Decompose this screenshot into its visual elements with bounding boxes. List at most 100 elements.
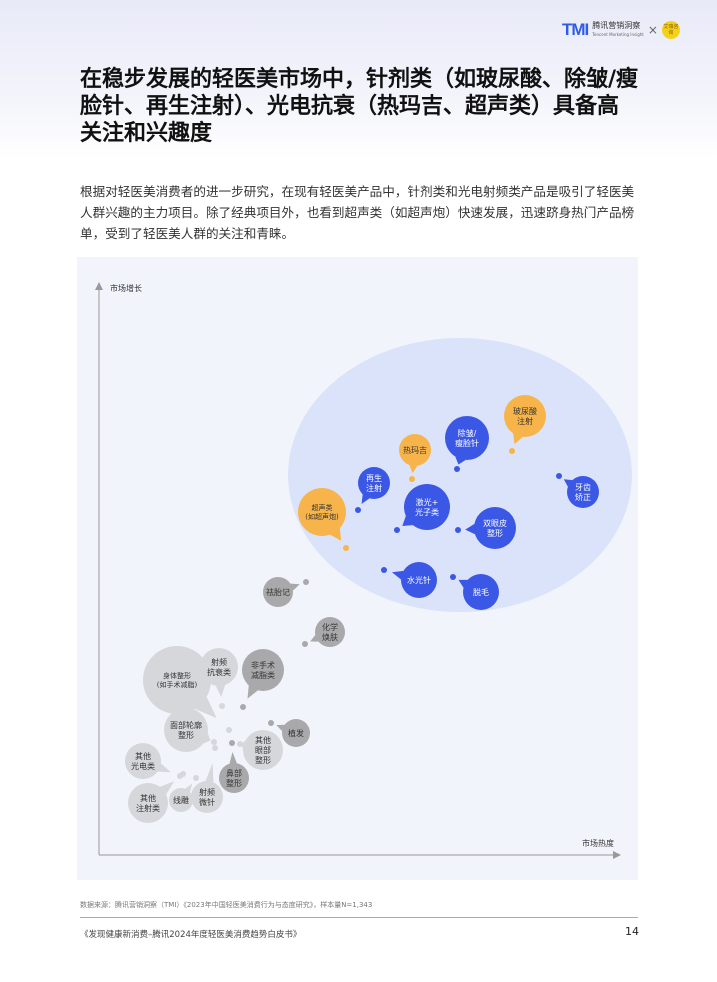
bubble-dot bbox=[556, 473, 562, 479]
bubble-dot bbox=[343, 545, 349, 551]
bubble-label: 水光针 bbox=[407, 575, 431, 585]
bubble-label: 光子类 bbox=[415, 507, 439, 517]
bubble bbox=[219, 763, 249, 793]
bubble-item: 超声类(如超声炮) bbox=[298, 488, 349, 551]
separator: × bbox=[647, 23, 658, 37]
bubble-pointer bbox=[229, 752, 237, 764]
bubble bbox=[404, 484, 450, 530]
bubble-dot bbox=[303, 579, 309, 585]
bubble bbox=[125, 743, 161, 779]
bubble-label: 射频 bbox=[211, 657, 227, 667]
logo-subtext: Tencent Marketing Insight bbox=[592, 32, 644, 37]
bubble bbox=[474, 507, 516, 549]
bubble bbox=[401, 562, 437, 598]
bubble bbox=[143, 646, 211, 714]
bubble-label: 祛胎记 bbox=[266, 587, 290, 597]
bubble-dot bbox=[193, 775, 199, 781]
bubble-label: 注射类 bbox=[136, 803, 160, 813]
bubble-pointer bbox=[455, 456, 466, 465]
bubble-label: 眼部 bbox=[255, 745, 271, 755]
bubble-pointer bbox=[409, 465, 418, 474]
bubble bbox=[200, 648, 238, 686]
bubble-label: 牙齿 bbox=[575, 483, 591, 492]
bubble-item: 线雕 bbox=[169, 775, 199, 812]
bubble-label: 矫正 bbox=[575, 492, 591, 502]
bubble bbox=[463, 574, 499, 610]
bubble-item: 热玛吉 bbox=[399, 434, 431, 482]
bubble-pointer bbox=[361, 494, 370, 505]
bubble-label: (如手术减脂) bbox=[157, 680, 198, 689]
bubble-item: 除皱/瘦脸针 bbox=[445, 416, 489, 472]
bubble bbox=[445, 416, 489, 460]
data-source: 数据来源：腾讯营销洞察（TMI）《2023年中国轻医美消费行为与态度研究》，样本… bbox=[80, 901, 373, 909]
bubble bbox=[504, 395, 546, 437]
bubble-label: 双眼皮 bbox=[483, 518, 507, 528]
bubble-dot bbox=[226, 727, 232, 733]
bubble bbox=[315, 617, 345, 647]
bubble-label: 再生 bbox=[366, 473, 382, 483]
bubble-label: 微针 bbox=[199, 797, 215, 807]
x-axis-arrow bbox=[613, 851, 621, 859]
bubble bbox=[358, 467, 390, 499]
bubble-dot bbox=[381, 567, 387, 573]
bubble-label: 除皱/ bbox=[458, 428, 477, 438]
bubble-pointer bbox=[563, 479, 573, 487]
bubble-label: 其他 bbox=[140, 793, 156, 803]
bubble bbox=[128, 783, 168, 823]
bubble-pointer bbox=[310, 634, 319, 642]
bubble-dot bbox=[509, 448, 515, 454]
bubble-dot bbox=[268, 720, 274, 726]
bubble bbox=[263, 577, 293, 607]
footer-divider bbox=[80, 917, 638, 918]
bubble-label: 减脂类 bbox=[251, 670, 275, 680]
bubble bbox=[164, 708, 208, 752]
bubble-dot bbox=[454, 466, 460, 472]
bubble-pointer bbox=[205, 762, 214, 783]
bubble-label: 注射 bbox=[517, 416, 533, 426]
bubble-label: 整形 bbox=[487, 528, 503, 538]
tmi-logo-mark: TMI bbox=[562, 20, 589, 39]
bubble-label: 面部轮廓 bbox=[170, 720, 202, 730]
bubble-label: 射频 bbox=[199, 787, 215, 797]
bubble-dot bbox=[450, 574, 456, 580]
bubble-pointer bbox=[290, 583, 300, 591]
bubble-pointer bbox=[194, 696, 217, 719]
bubble-label: 超声类 bbox=[312, 503, 333, 512]
bubble-label: 身体整形 bbox=[163, 671, 191, 680]
bubble bbox=[298, 488, 346, 536]
bubble bbox=[399, 434, 431, 466]
bubble-dot bbox=[240, 704, 246, 710]
highlight-ellipse bbox=[288, 338, 632, 612]
bubble-label: 玻尿酸 bbox=[513, 406, 537, 416]
bubble-label: 线雕 bbox=[173, 795, 189, 805]
bubble-label: 光电类 bbox=[131, 761, 155, 771]
y-axis-label: 市场增长 bbox=[110, 283, 142, 293]
page-number: 14 bbox=[625, 925, 639, 938]
bubble-item: 水光针 bbox=[381, 562, 437, 598]
bubble-item: 再生注射 bbox=[355, 467, 390, 513]
bubble-item: 激光+光子类 bbox=[394, 484, 450, 533]
bubble bbox=[282, 719, 310, 747]
bubble-label: 鼻部 bbox=[226, 768, 242, 778]
bubble-dot bbox=[180, 771, 186, 777]
bubble-label: 整形 bbox=[226, 778, 242, 788]
bubble-item: 脱毛 bbox=[450, 574, 499, 610]
bubble-pointer bbox=[458, 579, 468, 588]
bubble-label: 热玛吉 bbox=[403, 445, 427, 455]
bubble-dot bbox=[409, 476, 415, 482]
bubble-dot bbox=[219, 703, 225, 709]
bubble-label: 激光+ bbox=[416, 497, 439, 507]
bubble-pointer bbox=[391, 570, 404, 580]
bubble-item: 祛胎记 bbox=[263, 577, 309, 607]
bubble-pointer bbox=[402, 516, 413, 526]
